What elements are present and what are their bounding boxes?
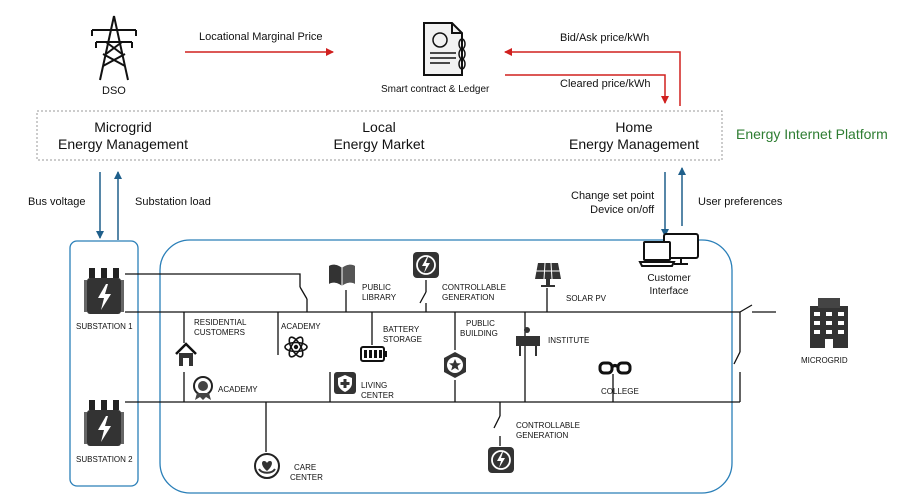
care-center-line1: CARE (294, 463, 317, 472)
generator-top-icon (412, 251, 440, 284)
open-book-icon (327, 262, 357, 295)
set-point-line1: Change set point (571, 190, 655, 202)
public-library-label: PUBLIC LIBRARY (362, 283, 396, 303)
home-management-line2: Energy Management (569, 136, 699, 152)
living-center-line1: LIVING (361, 381, 388, 390)
atom-icon (283, 334, 309, 365)
set-point-label: Change set point Device on/off (571, 189, 654, 217)
residential-line2: CUSTOMERS (194, 328, 245, 337)
substation1-transformer-icon (84, 268, 124, 321)
microgrid-management: Microgrid Energy Management (44, 119, 202, 153)
local-energy-market: Local Energy Market (318, 119, 440, 153)
medal-icon (191, 375, 215, 406)
platform-box (36, 110, 723, 161)
substation1-label: SUBSTATION 1 (76, 322, 133, 331)
customer-interface-line2: Interface (649, 286, 689, 297)
academy-top-label: ACADEMY (281, 322, 321, 331)
heart-hand-icon (253, 452, 281, 485)
living-center-label: LIVING CENTER (361, 381, 394, 401)
controllable-gen-top-line1: CONTROLLABLE (442, 283, 507, 292)
substation2-label: SUBSTATION 2 (76, 455, 133, 464)
shield-cross-icon (333, 371, 357, 400)
home-management-line1: Home (615, 119, 653, 135)
residential-label: RESIDENTIAL CUSTOMERS (194, 318, 246, 338)
microgrid-management-line2: Energy Management (58, 136, 188, 152)
care-center-line2: CENTER (290, 473, 323, 482)
public-library-line1: PUBLIC (362, 283, 391, 292)
user-preferences-label: User preferences (698, 196, 783, 208)
public-building-line2: BUILDING (460, 329, 498, 338)
bid-ask-arrow (504, 48, 681, 106)
battery-line1: BATTERY (383, 325, 420, 334)
local-market-line1: Local (362, 119, 396, 135)
substation-load-label: Substation load (135, 196, 211, 208)
set-point-line2: Device on/off (590, 204, 655, 216)
office-building-icon (808, 296, 850, 353)
controllable-gen-top-label: CONTROLLABLE GENERATION (442, 283, 506, 303)
residential-line1: RESIDENTIAL (194, 318, 247, 327)
house-icon (174, 342, 198, 373)
platform-title: Energy Internet Platform (736, 126, 888, 142)
laptop-monitor-icon (638, 232, 702, 275)
controllable-gen-bottom-label: CONTROLLABLE GENERATION (516, 421, 580, 441)
public-building-line1: PUBLIC (466, 319, 495, 328)
microgrid-label: MICROGRID (801, 356, 848, 365)
controllable-gen-bottom-line1: CONTROLLABLE (516, 421, 581, 430)
battery-line2: STORAGE (383, 335, 422, 344)
classroom-board-icon (515, 326, 541, 363)
contract-icon (418, 20, 468, 83)
substation-box (69, 240, 139, 487)
controllable-gen-top-line2: GENERATION (442, 293, 495, 302)
generator-bottom-icon (487, 446, 515, 479)
care-center-label: CARE CENTER (290, 463, 323, 483)
cleared-label: Cleared price/kWh (560, 78, 651, 90)
living-center-line2: CENTER (361, 391, 394, 400)
academy-bottom-label: ACADEMY (218, 385, 258, 394)
microgrid-management-line1: Microgrid (94, 119, 152, 135)
dso-icon (86, 14, 142, 87)
star-badge-icon (441, 351, 469, 384)
bus-lines (125, 273, 776, 452)
solar-label: SOLAR PV (566, 294, 607, 303)
customer-interface-label: Customer Interface (643, 272, 695, 298)
battery-label: BATTERY STORAGE (383, 325, 422, 345)
bus-voltage-label: Bus voltage (28, 196, 86, 208)
local-market-line2: Energy Market (333, 136, 425, 152)
solar-panel-icon (534, 259, 562, 294)
institute-label: INSTITUTE (548, 336, 590, 345)
controllable-gen-bottom-line2: GENERATION (516, 431, 569, 440)
cleared-arrow (505, 74, 669, 104)
lmp-label: Locational Marginal Price (199, 31, 323, 43)
public-building-label: PUBLIC BUILDING (460, 319, 498, 339)
substation2-transformer-icon (84, 400, 124, 453)
contract-label: Smart contract & Ledger (381, 84, 490, 95)
customer-interface-line1: Customer (647, 273, 691, 284)
glasses-icon (598, 360, 632, 381)
public-library-line2: LIBRARY (362, 293, 397, 302)
college-label: COLLEGE (601, 387, 639, 396)
home-energy-management: Home Energy Management (553, 119, 715, 153)
dso-label: DSO (102, 85, 126, 97)
battery-icon (360, 344, 388, 369)
bid-ask-label: Bid/Ask price/kWh (560, 32, 650, 44)
